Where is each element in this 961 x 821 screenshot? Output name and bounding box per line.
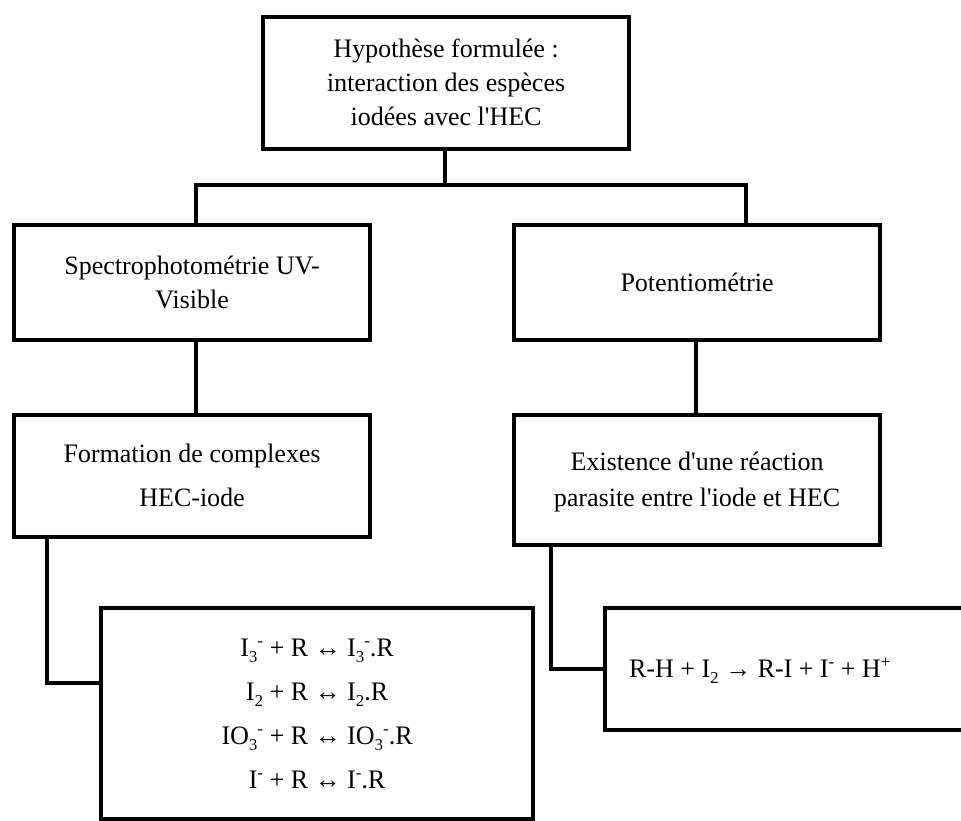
- equilibrium-equation-4-segment-4: .R: [361, 764, 386, 794]
- connector-formation-right: [45, 681, 101, 685]
- potentiometry-box: Potentiométrie: [512, 223, 882, 342]
- hypothesis-line-3: iodées avec l'HEC: [350, 102, 542, 131]
- hypothesis-box: Hypothèse formulée : interaction des esp…: [261, 15, 631, 151]
- spectro-line-1: Spectrophotométrie UV-: [64, 250, 320, 280]
- potentiometry-label: Potentiométrie: [620, 267, 774, 297]
- parasite-equation-segment-2: → R-I + I: [718, 654, 829, 683]
- equilibrium-equation-1-segment-4: 3: [355, 646, 365, 666]
- equilibrium-equation-3-segment-2: -: [257, 718, 264, 738]
- equilibrium-equation-1-segment-2: -: [257, 630, 264, 650]
- connector-existence-right: [549, 667, 605, 671]
- parasite-equation-segment-4: + H: [834, 654, 881, 683]
- parasite-equation-segment-5: +: [880, 652, 891, 671]
- existence-line-1: Existence d'une réaction: [570, 447, 824, 476]
- equilibrium-equation-1-segment-6: .R: [369, 632, 394, 662]
- parasite-equation: R-H + I2 → R-I + I- + H+: [629, 652, 890, 686]
- equilibrium-equation-4-segment-1: -: [257, 762, 264, 782]
- equilibrium-equation-1-segment-3: + R ↔ I: [263, 632, 356, 662]
- equilibrium-equation-3-segment-6: .R: [388, 720, 413, 750]
- equilibrium-equation-2: I2 + R ↔ I2.R: [246, 670, 388, 714]
- equilibrium-equation-2-segment-3: 2: [355, 690, 365, 710]
- equilibrium-equation-1-segment-5: -: [364, 630, 370, 650]
- connector-hypothesis-down: [443, 150, 447, 185]
- connector-spectro-formation: [194, 340, 198, 415]
- equilibrium-equation-2-segment-1: 2: [254, 690, 264, 710]
- equilibrium-equation-1: I3- + R ↔ I3-.R: [240, 626, 394, 670]
- equilibrium-equation-4-segment-3: -: [355, 762, 362, 782]
- equilibrium-equation-3-segment-4: 3: [374, 734, 384, 754]
- equilibrium-equation-1-segment-0: I: [240, 632, 249, 662]
- parasite-reaction-box: Existence d'une réaction parasite entre …: [512, 413, 882, 547]
- equilibrium-equation-1-segment-1: 3: [248, 646, 258, 666]
- formation-line-2: HEC-iode: [139, 483, 245, 512]
- equilibrium-equation-3-segment-1: 3: [248, 734, 258, 754]
- equilibrium-equation-4-segment-0: I: [248, 764, 258, 794]
- equilibrium-equation-3-segment-0: IO: [221, 720, 249, 750]
- complex-formation-box: Formation de complexes HEC-iode: [12, 413, 372, 539]
- parasite-reaction-text: Existence d'une réaction parasite entre …: [554, 444, 840, 516]
- equilibrium-equation-3-segment-3: + R ↔ IO: [263, 720, 375, 750]
- connector-formation-down: [45, 537, 49, 685]
- spectro-line-2: Visible: [155, 284, 229, 314]
- existence-line-2: parasite entre l'iode et HEC: [553, 483, 841, 512]
- equilibrium-equation-4: I- + R ↔ I-.R: [249, 758, 386, 802]
- formation-line-1: Formation de complexes: [63, 439, 321, 468]
- hypothesis-line-2: interaction des espèces: [326, 68, 566, 97]
- equilibrium-equation-2-segment-4: .R: [364, 676, 389, 706]
- parasite-equation-segment-1: 2: [710, 668, 719, 687]
- equilibrium-equation-3-segment-5: -: [383, 718, 389, 738]
- equilibrium-equation-3: IO3- + R ↔ IO3-.R: [221, 714, 412, 758]
- hypothesis-line-1: Hypothèse formulée :: [333, 34, 559, 63]
- equilibrium-equation-4-segment-2: + R ↔ I: [263, 764, 356, 794]
- connector-potentio-existence: [694, 340, 698, 415]
- equilibrium-equation-2-segment-2: + R ↔ I: [263, 676, 356, 706]
- spectrophotometry-box: Spectrophotométrie UV- Visible: [12, 223, 372, 342]
- complex-formation-text: Formation de complexes HEC-iode: [63, 432, 320, 520]
- equilibrium-equation-2-segment-0: I: [245, 676, 255, 706]
- parasite-equation-segment-3: -: [828, 652, 835, 671]
- parasite-equation-segment-0: R-H + I: [629, 654, 711, 683]
- connector-branch-horizontal: [194, 183, 748, 187]
- connector-to-spectro: [194, 183, 198, 225]
- connector-existence-down: [549, 545, 553, 671]
- spectrophotometry-text: Spectrophotométrie UV- Visible: [64, 249, 319, 317]
- connector-to-potentio: [744, 183, 748, 225]
- hypothesis-text: Hypothèse formulée : interaction des esp…: [327, 32, 565, 134]
- parasite-equation-box: R-H + I2 → R-I + I- + H+: [603, 606, 961, 732]
